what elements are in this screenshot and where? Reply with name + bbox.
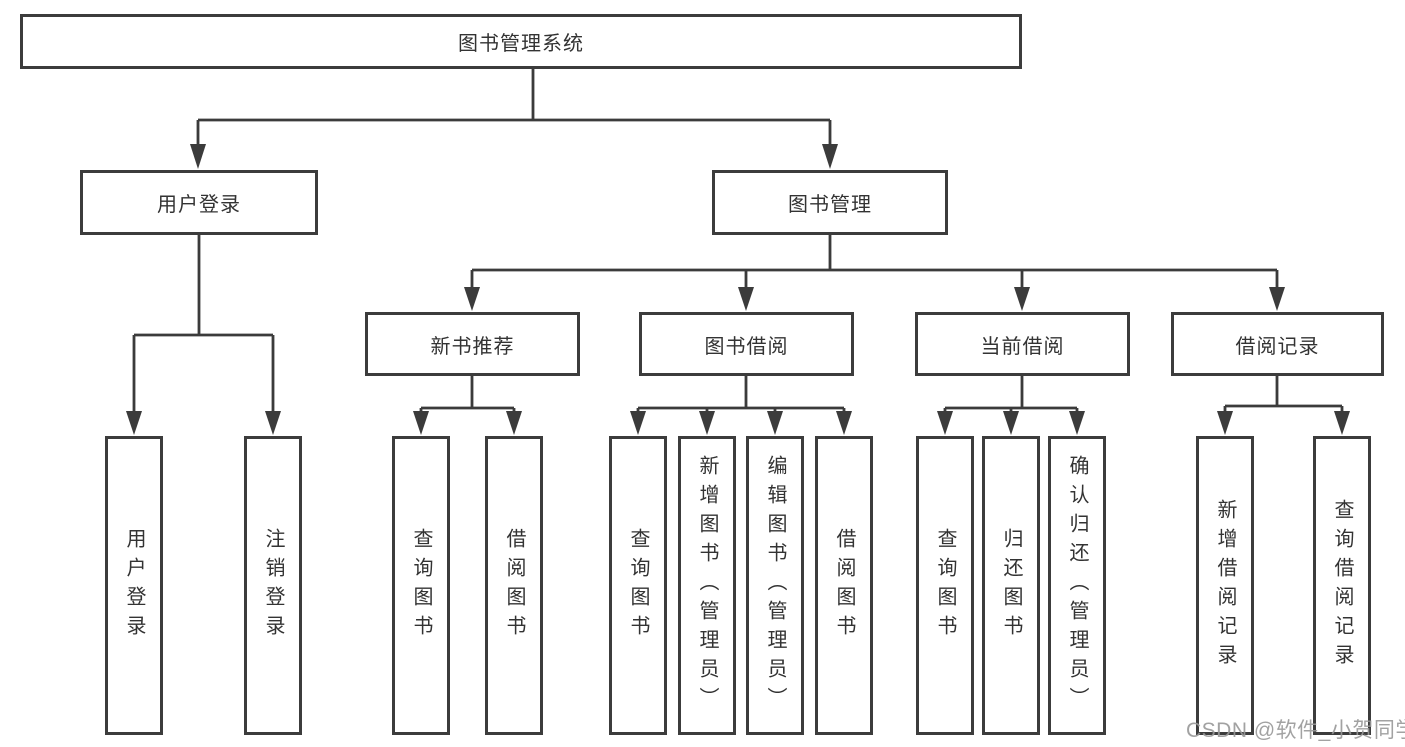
connector-current-borrow-to-leaves: [937, 376, 1085, 435]
node-current-borrow-label: 当前借阅: [980, 335, 1065, 358]
node-root-label: 图书管理系统: [458, 33, 584, 55]
leaf-query-books-current-label: 查询图书: [934, 527, 956, 644]
leaf-edit-book-admin: 编辑图书（管理员）: [746, 436, 804, 735]
node-borrow-records: 借阅记录: [1171, 312, 1384, 376]
leaf-borrow-books-recommend-label: 借阅图书: [503, 527, 525, 644]
leaf-logout-label: 注销登录: [262, 527, 284, 644]
leaf-user-login-label: 用户登录: [123, 527, 145, 644]
leaf-return-book: 归还图书: [982, 436, 1040, 735]
leaf-borrow-books-recommend: 借阅图书: [485, 436, 543, 735]
connector-book-management-to-level3: [464, 235, 1285, 311]
connector-root-to-level2: [190, 68, 838, 169]
node-current-borrow: 当前借阅: [915, 312, 1130, 376]
leaf-return-book-label: 归还图书: [1000, 527, 1022, 644]
leaf-add-borrow-record: 新增借阅记录: [1196, 436, 1254, 735]
leaf-confirm-return-admin-label: 确认归还（管理员）: [1066, 455, 1088, 716]
node-book-management: 图书管理: [712, 170, 948, 235]
node-book-borrow-label: 图书借阅: [704, 335, 789, 358]
leaf-query-books-recommend-label: 查询图书: [410, 527, 432, 644]
node-user-login: 用户登录: [80, 170, 318, 235]
leaf-query-borrow-record-label: 查询借阅记录: [1331, 498, 1353, 673]
connector-borrow-records-to-leaves: [1217, 376, 1350, 435]
leaf-edit-book-admin-label: 编辑图书（管理员）: [764, 455, 786, 716]
leaf-query-books-borrow: 查询图书: [609, 436, 667, 735]
leaf-add-book-admin-label: 新增图书（管理员）: [696, 455, 718, 716]
node-book-borrow: 图书借阅: [639, 312, 854, 376]
node-user-login-label: 用户登录: [157, 194, 241, 216]
leaf-logout: 注销登录: [244, 436, 302, 735]
leaf-query-books-current: 查询图书: [916, 436, 974, 735]
leaf-borrow-books: 借阅图书: [815, 436, 873, 735]
node-new-book-recommend: 新书推荐: [365, 312, 580, 376]
leaf-borrow-books-label: 借阅图书: [833, 527, 855, 644]
connector-book-borrow-to-leaves: [630, 376, 852, 435]
node-borrow-records-label: 借阅记录: [1235, 335, 1320, 358]
node-new-book-recommend-label: 新书推荐: [430, 335, 515, 358]
leaf-user-login: 用户登录: [105, 436, 163, 735]
connector-user-login-to-leaves: [126, 235, 281, 435]
node-book-management-label: 图书管理: [788, 194, 872, 216]
leaf-query-books-recommend: 查询图书: [392, 436, 450, 735]
leaf-query-books-borrow-label: 查询图书: [627, 527, 649, 644]
leaf-add-book-admin: 新增图书（管理员）: [678, 436, 736, 735]
leaf-query-borrow-record: 查询借阅记录: [1313, 436, 1371, 735]
connector-new-book-recommend-to-leaves: [413, 376, 522, 435]
leaf-add-borrow-record-label: 新增借阅记录: [1214, 498, 1236, 673]
node-root: 图书管理系统: [20, 14, 1022, 69]
leaf-confirm-return-admin: 确认归还（管理员）: [1048, 436, 1106, 735]
csdn-watermark: CSDN @软件_小贺同学: [1186, 719, 1405, 742]
